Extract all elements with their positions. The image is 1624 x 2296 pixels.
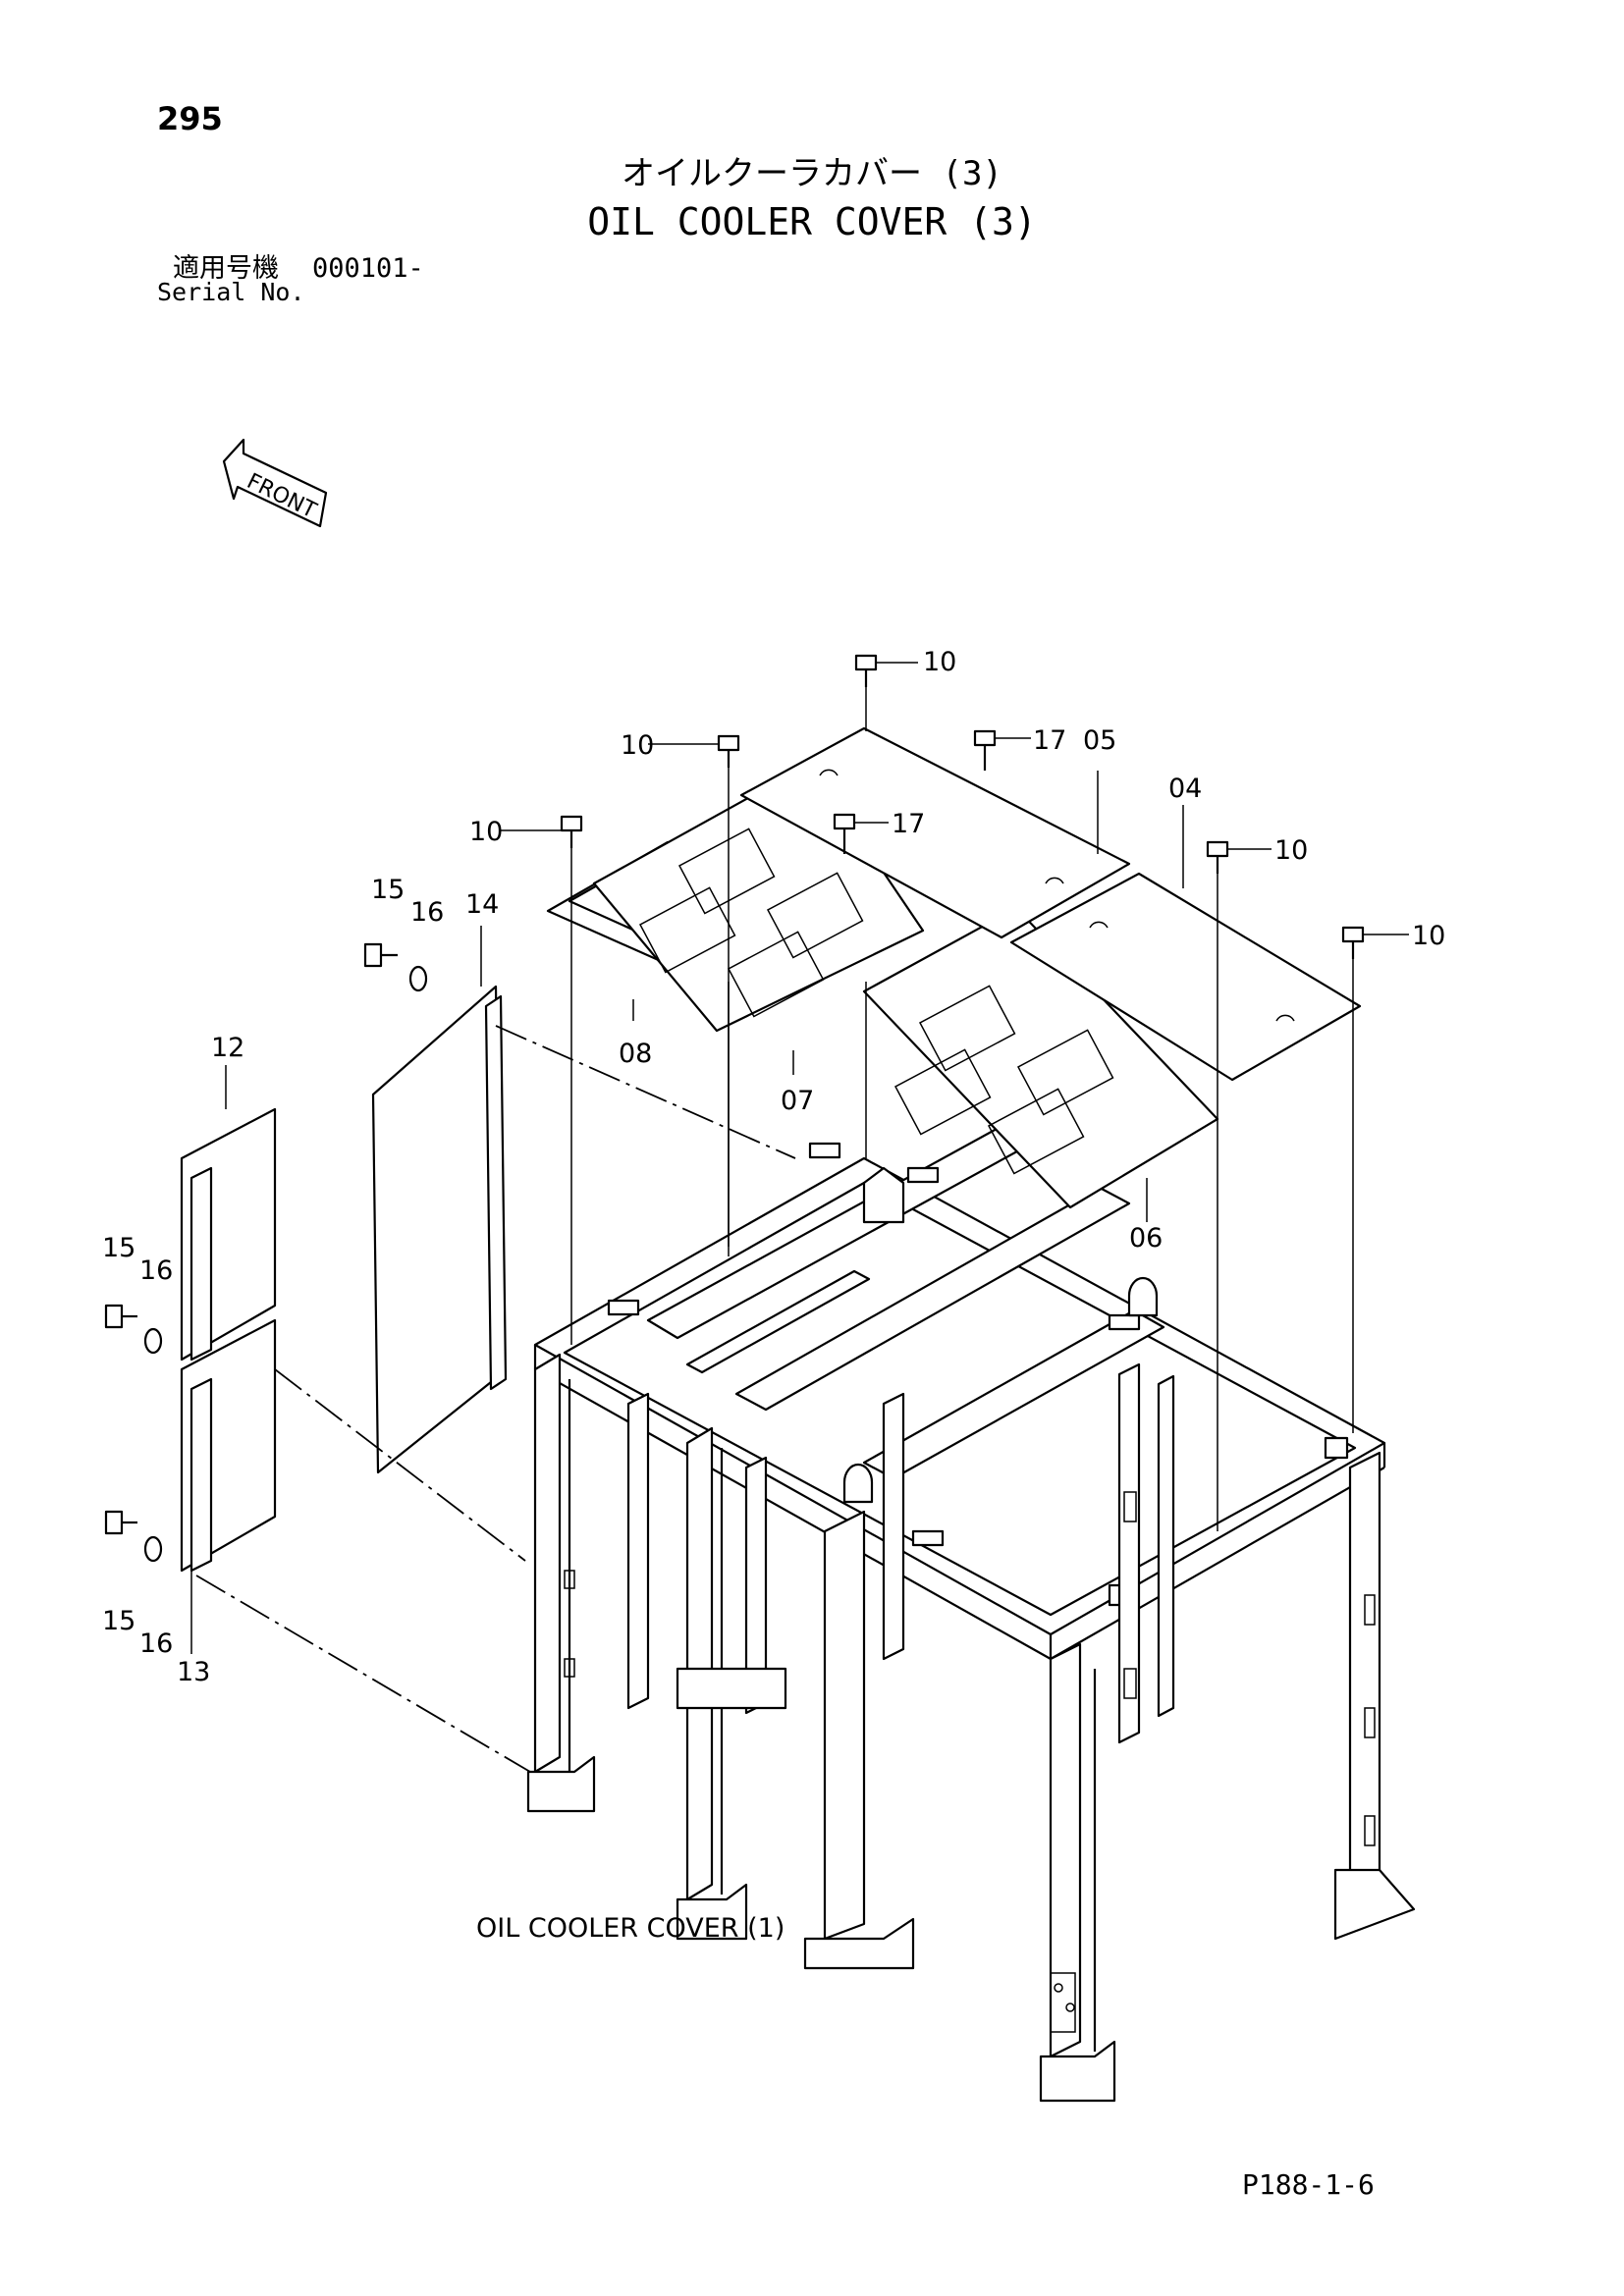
screw-icon [104, 1510, 137, 1535]
screw-icon [104, 1304, 137, 1329]
callout-13: 13 [177, 1657, 210, 1687]
oil-cooler-frame [526, 1127, 1416, 2103]
callout-10: 10 [923, 647, 956, 677]
callout-16: 16 [410, 897, 444, 928]
bolt-17-group [833, 729, 1031, 854]
callout-15: 15 [102, 1233, 135, 1263]
callout-08: 08 [619, 1039, 652, 1069]
callout-14: 14 [465, 889, 499, 920]
bolt-icon [1341, 926, 1409, 1433]
serial-label-english: Serial No. [157, 278, 305, 306]
side-panel-12 [180, 1107, 277, 1362]
callout-17: 17 [892, 809, 925, 839]
callout-10: 10 [469, 817, 503, 847]
washer-icon [143, 1327, 163, 1355]
drawing-code: P188-1-6 [1242, 2168, 1375, 2201]
cover-plate-05 [739, 726, 1131, 939]
callout-16: 16 [139, 1255, 173, 1286]
callout-15: 15 [102, 1606, 135, 1636]
callout-10: 10 [1274, 835, 1308, 866]
washer-icon [408, 965, 428, 992]
callout-17: 17 [1033, 725, 1066, 756]
screw-15-group [104, 942, 398, 1535]
side-panel-14 [371, 985, 508, 1474]
front-arrow-icon: FRONT [222, 438, 328, 528]
cover-plate-04 [1009, 872, 1362, 1082]
washer-icon [143, 1535, 163, 1563]
serial-number-value: 000101- [312, 253, 424, 284]
callout-06: 06 [1129, 1223, 1163, 1254]
side-panel-13 [180, 1318, 277, 1573]
callout-15: 15 [371, 875, 405, 905]
callout-07: 07 [781, 1086, 814, 1116]
washer-16-group [143, 965, 428, 1563]
callout-10: 10 [621, 730, 654, 761]
title-english: OIL COOLER COVER (3) [587, 200, 1037, 243]
bolt-icon [973, 729, 1031, 771]
callout-16: 16 [139, 1629, 173, 1659]
reference-label: OIL COOLER COVER (1) [476, 1913, 785, 1944]
serial-label-japanese: 適用号機 [173, 253, 279, 284]
bolt-icon [854, 654, 918, 731]
callout-12: 12 [211, 1033, 244, 1063]
page-number: 295 [157, 100, 223, 137]
callout-04: 04 [1168, 774, 1202, 804]
bolt-icon [833, 813, 889, 854]
bolt-icon [1206, 840, 1272, 1531]
callout-05: 05 [1083, 725, 1116, 756]
title-japanese: オイルクーラカバー (3) [622, 154, 1002, 193]
callout-10: 10 [1412, 921, 1445, 951]
bolt-icon [501, 815, 583, 1345]
screw-icon [363, 942, 398, 968]
front-label: FRONT [243, 469, 320, 524]
